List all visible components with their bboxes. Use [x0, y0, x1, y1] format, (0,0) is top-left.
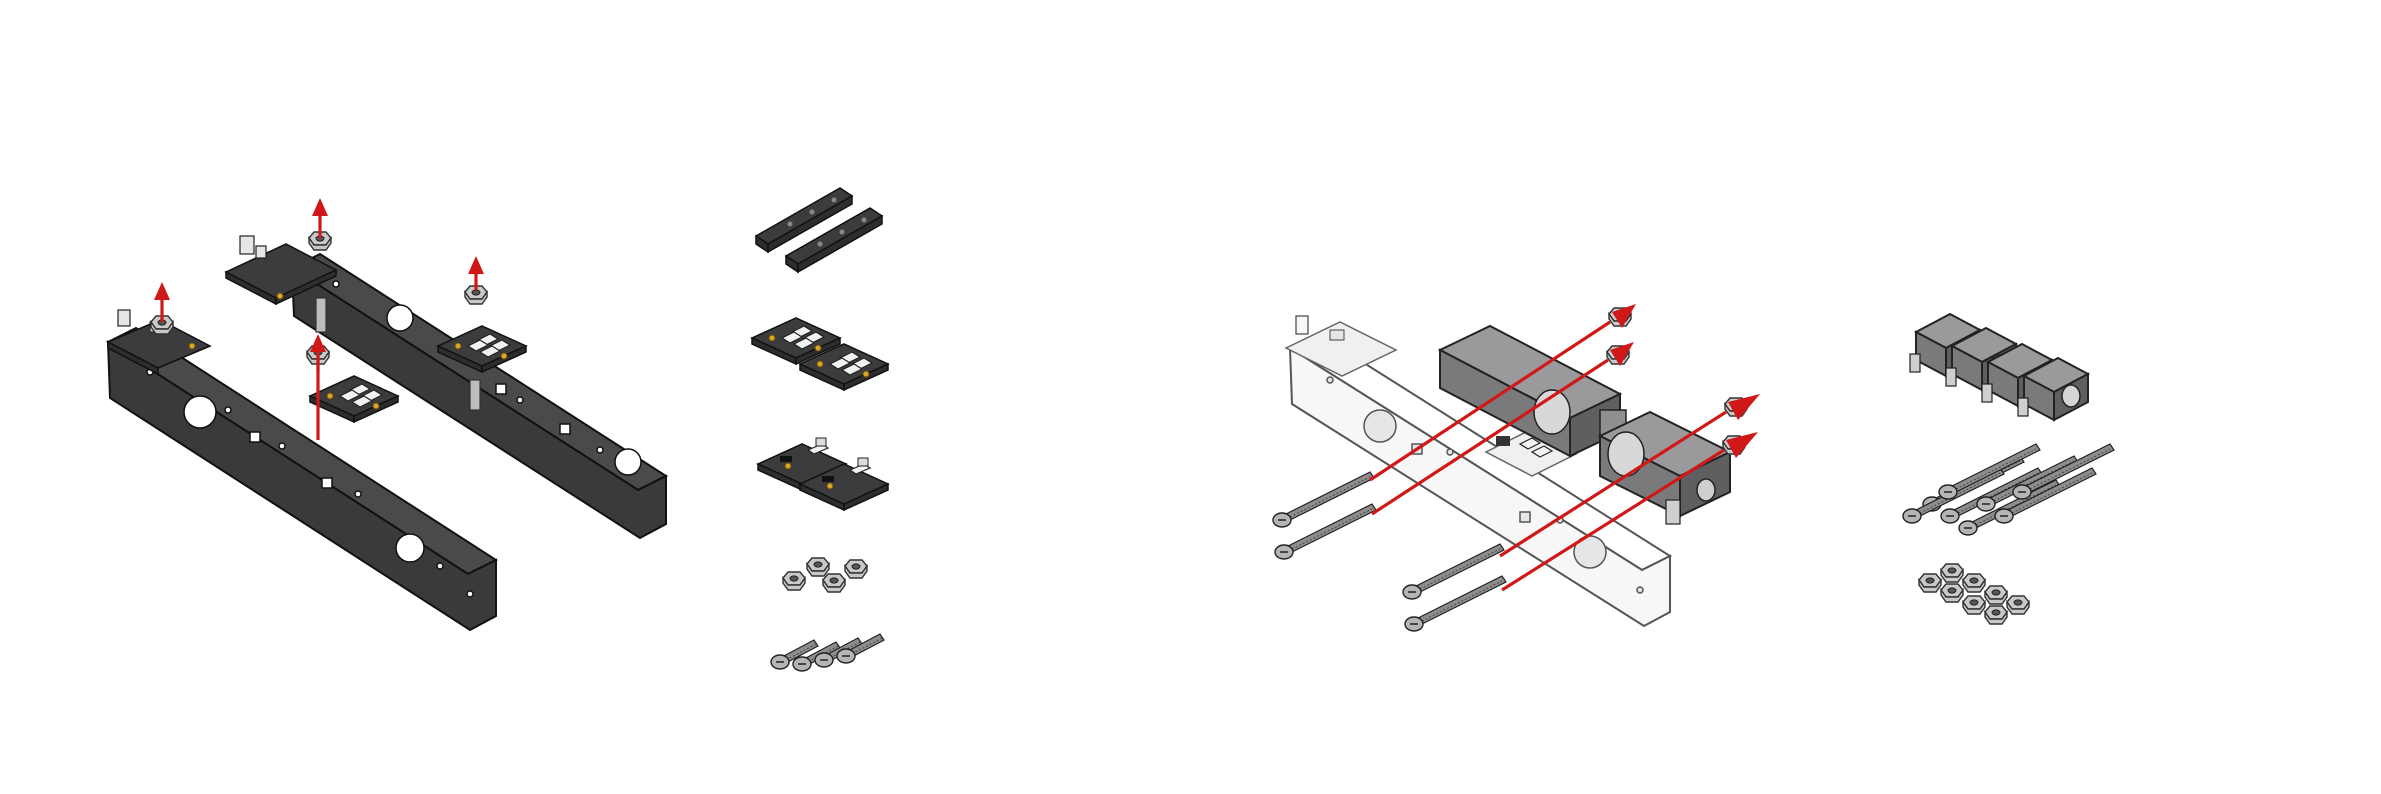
- nut-icon: [823, 574, 845, 592]
- nut-icon: [807, 558, 829, 576]
- nut-icon: [1963, 574, 1985, 592]
- gearmotor-lower: [1600, 412, 1730, 524]
- rail-strips: [756, 188, 882, 272]
- right-assembly: [1273, 304, 1760, 631]
- nut-icon: [1985, 606, 2007, 624]
- nut-icon: [1985, 586, 2007, 604]
- nut-icon: [1963, 596, 1985, 614]
- nut-icon: [2007, 596, 2029, 614]
- nut-icon: [1941, 564, 1963, 582]
- arrow-icon: [468, 256, 484, 290]
- nut-icon: [1919, 574, 1941, 592]
- standoff: [470, 380, 480, 410]
- nut-icon: [783, 572, 805, 590]
- nut-icon: [845, 560, 867, 578]
- arrow-icon: [310, 334, 326, 440]
- led-board-center: [310, 376, 398, 422]
- nut-icon: [1941, 584, 1963, 602]
- standoff: [316, 298, 326, 332]
- left-assembly: [108, 198, 666, 630]
- screw-icon: [837, 634, 884, 663]
- right-parts-column: [1903, 314, 2114, 624]
- left-parts-column: [752, 188, 888, 671]
